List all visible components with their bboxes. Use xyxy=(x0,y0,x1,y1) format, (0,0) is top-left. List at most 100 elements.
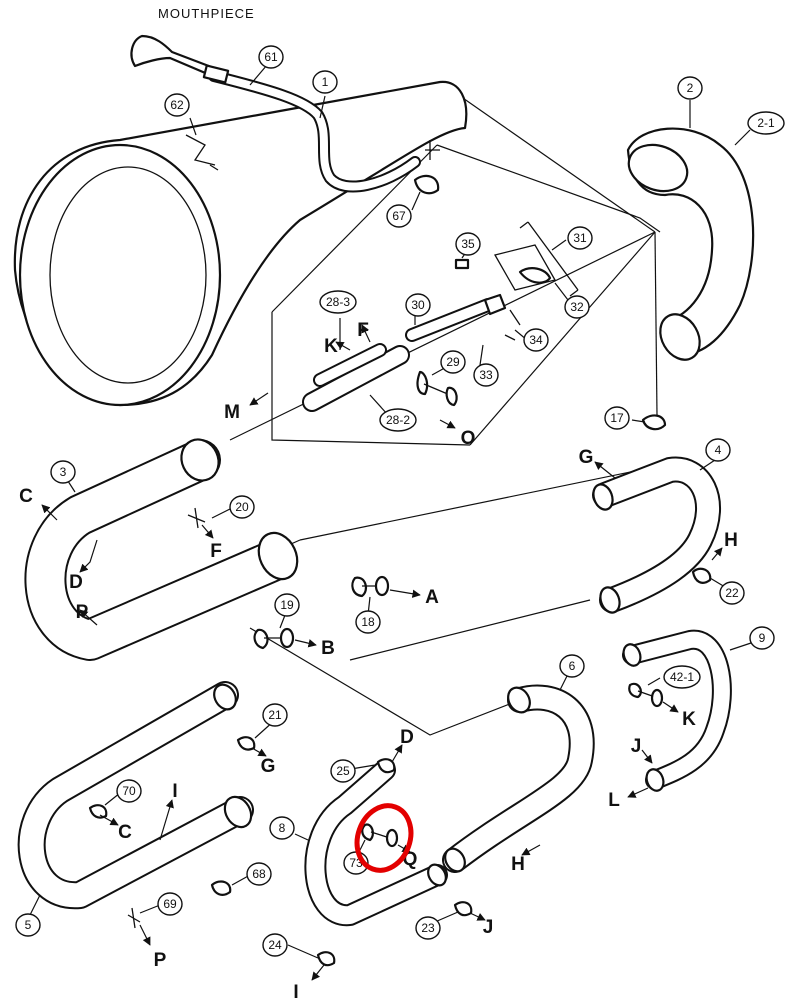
part-number-label: 8 xyxy=(279,821,286,835)
part-bubble-17: 17 xyxy=(604,406,630,430)
part-bubble-2: 2 xyxy=(677,76,703,100)
part-bubble-42-1: 42-1 xyxy=(663,665,701,689)
part-bubble-21: 21 xyxy=(262,703,288,727)
part-number-label: 28-2 xyxy=(386,413,410,427)
part-number-label: 69 xyxy=(163,897,177,911)
part-bubble-outline xyxy=(719,581,745,605)
part-bubble-1: 1 xyxy=(312,70,338,94)
connection-letter-K: K xyxy=(324,336,338,357)
part-bubble-35: 35 xyxy=(455,232,481,256)
part-bubble-69: 69 xyxy=(157,892,183,916)
part-number-label: 23 xyxy=(421,921,435,935)
part-bubble-outline xyxy=(319,290,357,314)
part-73-pin xyxy=(361,823,399,848)
tube-part-5 xyxy=(17,681,256,929)
part-bubble-23: 23 xyxy=(415,916,441,940)
connection-letter-F: F xyxy=(357,320,369,341)
part-bubble-28-3: 28-3 xyxy=(319,290,357,314)
connection-letter-D: D xyxy=(69,572,83,593)
part-number-label: 31 xyxy=(573,231,587,245)
connection-letter-P: P xyxy=(76,602,89,623)
part-number-label: 2 xyxy=(687,81,694,95)
lead-pipe xyxy=(208,70,421,193)
part-bubble-19: 19 xyxy=(274,593,300,617)
part-bubble-outline xyxy=(604,406,630,430)
part-bubble-outline xyxy=(330,759,356,783)
part-bubble-outline xyxy=(567,226,593,250)
part-number-label: 21 xyxy=(268,708,282,722)
connection-letter-C: C xyxy=(19,486,33,507)
part-bubble-outline xyxy=(455,232,481,256)
connection-letter-J: J xyxy=(483,917,494,938)
part-bubble-outline xyxy=(379,408,417,432)
part-bubble-31: 31 xyxy=(567,226,593,250)
tube-part-6 xyxy=(442,684,595,873)
part-bubble-8: 8 xyxy=(269,816,295,840)
part-number-label: 6 xyxy=(569,659,576,673)
part-bubble-outline xyxy=(386,204,412,228)
part-number-label: 25 xyxy=(336,764,350,778)
part-number-label: 61 xyxy=(264,50,278,64)
part-bubble-outline xyxy=(269,816,295,840)
part-bubble-outline xyxy=(663,665,701,689)
part-bubble-9: 9 xyxy=(749,626,775,650)
part-number-label: 28-3 xyxy=(326,295,350,309)
part-number-label: 2-1 xyxy=(757,116,775,130)
part-number-label: 1 xyxy=(322,75,329,89)
part-bubble-33: 33 xyxy=(473,363,499,387)
part-bubble-18: 18 xyxy=(355,610,381,634)
tube-part-3 xyxy=(24,438,299,661)
tube-part-4 xyxy=(592,414,722,614)
part-bubble-outline xyxy=(705,438,731,462)
connection-letter-F: F xyxy=(210,541,222,562)
part-67-cap xyxy=(413,174,440,195)
part-number-label: 9 xyxy=(759,631,766,645)
part-bubble-outline xyxy=(246,862,272,886)
part-bubble-outline xyxy=(749,626,775,650)
connection-letter-H: H xyxy=(511,854,525,875)
part-number-label: 18 xyxy=(361,615,375,629)
connection-letter-D: D xyxy=(400,727,414,748)
connection-letter-A: A xyxy=(425,587,439,608)
part-callouts xyxy=(29,64,761,959)
part-bubble-24: 24 xyxy=(262,933,288,957)
connection-arrows xyxy=(41,324,723,981)
part-bubble-62: 62 xyxy=(164,93,190,117)
branch-elbow xyxy=(626,127,755,361)
part-bubble-28-2: 28-2 xyxy=(379,408,417,432)
part-number-label: 5 xyxy=(25,918,32,932)
part-bubble-outline xyxy=(312,70,338,94)
part-bubble-70: 70 xyxy=(116,779,142,803)
part-bubble-outline xyxy=(262,933,288,957)
part-bubble-outline xyxy=(523,328,549,352)
part-number-label: 3 xyxy=(60,465,67,479)
connection-letter-P: P xyxy=(154,950,167,971)
connection-letter-G: G xyxy=(579,447,594,468)
part-number-label: 30 xyxy=(411,298,425,312)
part-bubble-30: 30 xyxy=(405,293,431,317)
part-bubble-outline xyxy=(262,703,288,727)
part-bubble-67: 67 xyxy=(386,204,412,228)
part-bubble-outline xyxy=(405,293,431,317)
mouthpiece xyxy=(130,34,230,84)
connection-letter-B: B xyxy=(321,638,335,659)
connection-letter-M: M xyxy=(224,402,240,423)
part-number-label: 70 xyxy=(122,784,136,798)
part-bubble-outline xyxy=(274,593,300,617)
part-bubble-outline xyxy=(50,460,76,484)
part-bubble-outline xyxy=(157,892,183,916)
part-bubble-outline xyxy=(355,610,381,634)
part-bubble-outline xyxy=(564,295,590,319)
part-bubble-outline xyxy=(15,913,41,937)
part-number-label: 67 xyxy=(392,209,406,223)
part-bubble-20: 20 xyxy=(229,495,255,519)
part-20-key xyxy=(187,507,206,529)
connection-letter-C: C xyxy=(118,822,132,843)
part-number-label: 42-1 xyxy=(670,670,694,684)
part-number-label: 19 xyxy=(280,598,294,612)
part-bubble-outline xyxy=(164,93,190,117)
connection-letter-I: I xyxy=(293,982,298,1000)
part-number-label: 32 xyxy=(570,300,584,314)
part-bubble-32: 32 xyxy=(564,295,590,319)
